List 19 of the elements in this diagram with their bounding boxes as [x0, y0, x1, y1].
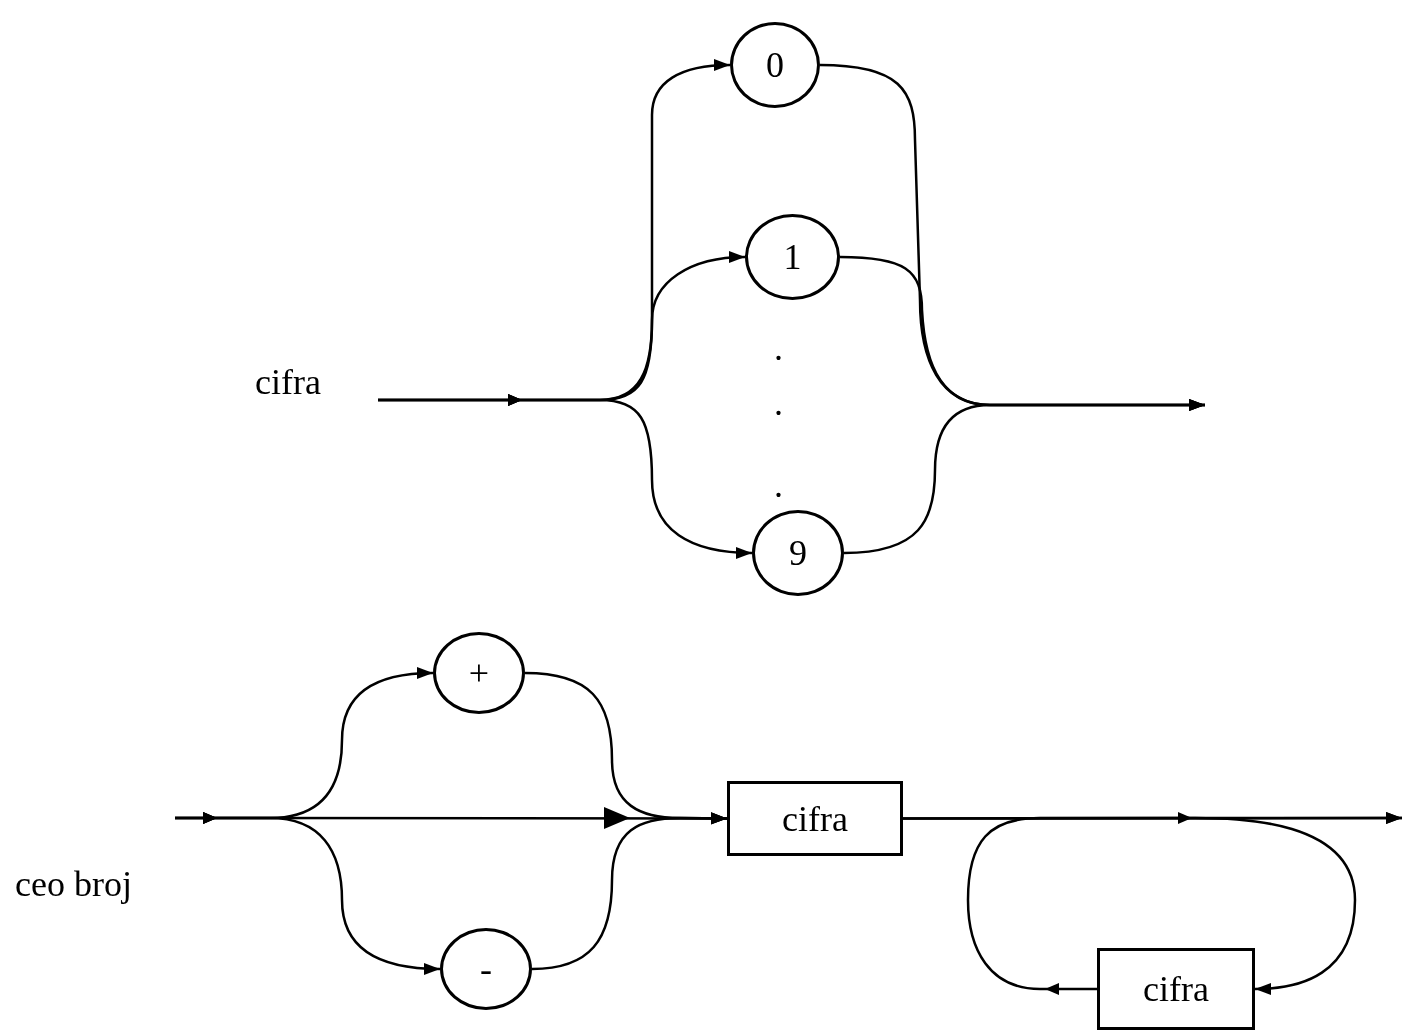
ellipsis-dot: . [774, 385, 783, 421]
nonterminal-box [1097, 948, 1255, 1030]
arrow [903, 816, 1357, 995]
ellipsis-dot: . [774, 467, 783, 503]
symbol-text: 9 [789, 535, 807, 571]
symbol-text: - [480, 951, 492, 987]
arrow [966, 812, 1402, 995]
symbol-text: 0 [766, 47, 784, 83]
symbol-text: + [468, 655, 490, 691]
arrow [531, 812, 727, 971]
arrow [843, 399, 1205, 555]
rule-name: ceo broj [15, 866, 132, 902]
nonterminal-box [727, 781, 903, 856]
arrow [378, 394, 753, 559]
symbol-text: 1 [783, 239, 802, 275]
ellipsis-dot: . [774, 330, 783, 366]
rule-name: cifra [255, 364, 321, 400]
symbol-text: cifra [1143, 971, 1209, 1007]
symbol-text: cifra [782, 800, 848, 837]
